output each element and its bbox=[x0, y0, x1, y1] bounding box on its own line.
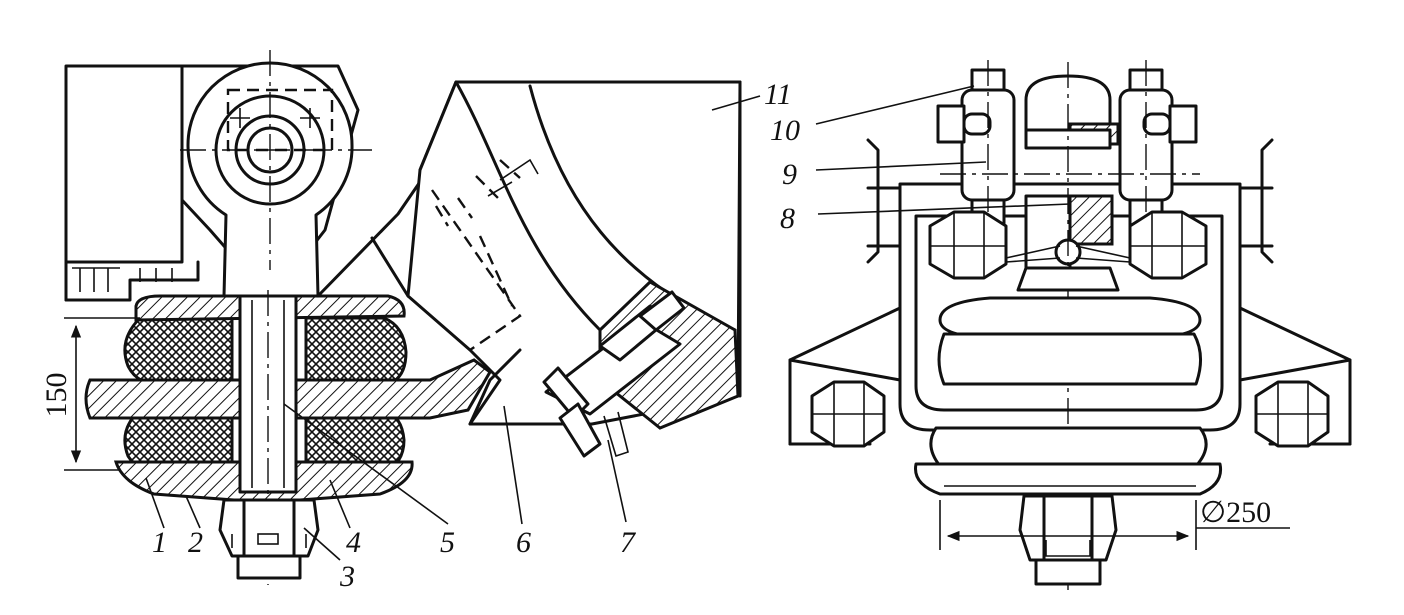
leader-lines-left bbox=[145, 95, 761, 561]
label-11: 11 bbox=[764, 78, 792, 111]
leveling-valve bbox=[542, 290, 686, 458]
air-spring-bellows bbox=[914, 266, 1223, 496]
diameter-dimension-value: ∅250 bbox=[1200, 496, 1271, 529]
height-dimension-value: 150 bbox=[40, 373, 73, 418]
label-2: 2 bbox=[188, 526, 203, 559]
height-dimension: 150 bbox=[40, 317, 140, 471]
center-bolt bbox=[238, 290, 298, 585]
central-valve bbox=[940, 62, 1200, 590]
label-6: 6 bbox=[516, 526, 531, 559]
label-5: 5 bbox=[440, 526, 455, 559]
label-7: 7 bbox=[620, 526, 637, 559]
air-spring-rubber bbox=[123, 316, 408, 476]
bottom-nut bbox=[1018, 494, 1118, 586]
side-view: 150 bbox=[40, 50, 761, 585]
label-8: 8 bbox=[780, 202, 795, 235]
nut bbox=[218, 498, 320, 580]
eye-bracket bbox=[180, 50, 372, 298]
front-view: ∅250 bbox=[788, 60, 1352, 590]
label-3: 3 bbox=[339, 560, 355, 593]
label-10: 10 bbox=[770, 114, 800, 147]
part-labels: 1 2 3 4 5 6 7 8 9 10 11 bbox=[152, 78, 800, 593]
diameter-dimension: ∅250 bbox=[939, 496, 1290, 550]
mounting-bolts bbox=[810, 210, 1330, 448]
label-9: 9 bbox=[782, 158, 797, 191]
label-1: 1 bbox=[152, 526, 167, 559]
leader-lines-right bbox=[815, 85, 1071, 215]
top-clevis bbox=[936, 60, 1198, 240]
label-4: 4 bbox=[346, 526, 361, 559]
